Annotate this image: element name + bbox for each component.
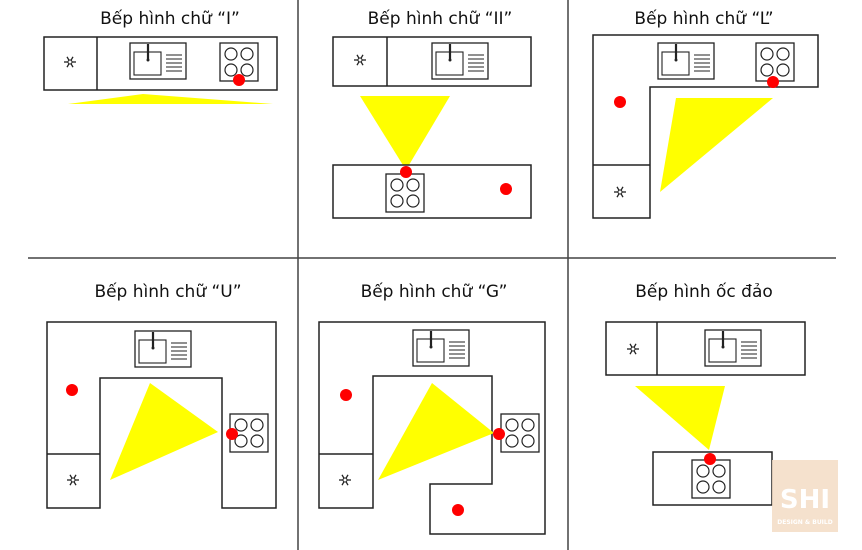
cooktop-icon	[755, 42, 795, 82]
counter-g	[318, 321, 546, 535]
panel-i-shape: Bếp hình chữ “I”	[43, 8, 278, 104]
panel-title-g: Bếp hình chữ “G”	[361, 281, 508, 302]
work-point-dot	[233, 74, 245, 86]
work-point-dot	[704, 453, 716, 465]
work-point-dot	[226, 428, 238, 440]
panel-island: Bếp hình ốc đảo	[605, 281, 806, 506]
work-triangle	[378, 383, 494, 480]
sink-icon	[128, 41, 188, 81]
work-triangle	[635, 386, 725, 450]
counter-u	[46, 321, 277, 509]
logo-brand-text: SHI	[780, 485, 830, 515]
panel-title-l: Bếp hình chữ “L”	[634, 8, 773, 29]
work-triangle	[110, 383, 218, 480]
cooktop-icon	[500, 413, 540, 453]
work-point-dot	[767, 76, 779, 88]
work-point-dot	[66, 384, 78, 396]
sink-icon	[133, 329, 193, 369]
cooktop-icon	[691, 459, 731, 499]
counter-bottom-run	[332, 164, 532, 219]
logo-tagline-text: DESIGN & BUILD	[777, 519, 832, 526]
logo-background	[772, 460, 838, 532]
panel-title-ii: Bếp hình chữ “II”	[368, 8, 513, 29]
work-point-dot	[500, 183, 512, 195]
work-point-dot	[614, 96, 626, 108]
panel-ii-shape: Bếp hình chữ “II”	[332, 8, 532, 219]
work-point-dot	[340, 389, 352, 401]
panel-l-shape: Bếp hình chữ “L”	[592, 8, 819, 219]
work-point-dot	[493, 428, 505, 440]
cooktop-icon	[385, 173, 425, 213]
panel-title-u: Bếp hình chữ “U”	[94, 281, 241, 302]
sink-icon	[411, 328, 471, 368]
panel-u-shape: Bếp hình chữ “U”	[46, 281, 277, 509]
work-triangle	[68, 94, 273, 104]
work-triangle	[660, 98, 773, 192]
sink-icon	[430, 41, 490, 81]
panel-title-island: Bếp hình ốc đảo	[635, 281, 773, 302]
panel-g-shape: Bếp hình chữ “G”	[318, 281, 546, 535]
sink-icon	[656, 41, 716, 81]
work-triangle	[360, 96, 450, 170]
brand-logo: SHI DESIGN & BUILD	[772, 460, 838, 532]
work-point-dot	[400, 166, 412, 178]
work-point-dot	[452, 504, 464, 516]
sink-icon	[703, 328, 763, 368]
panel-title-i: Bếp hình chữ “I”	[100, 8, 240, 29]
